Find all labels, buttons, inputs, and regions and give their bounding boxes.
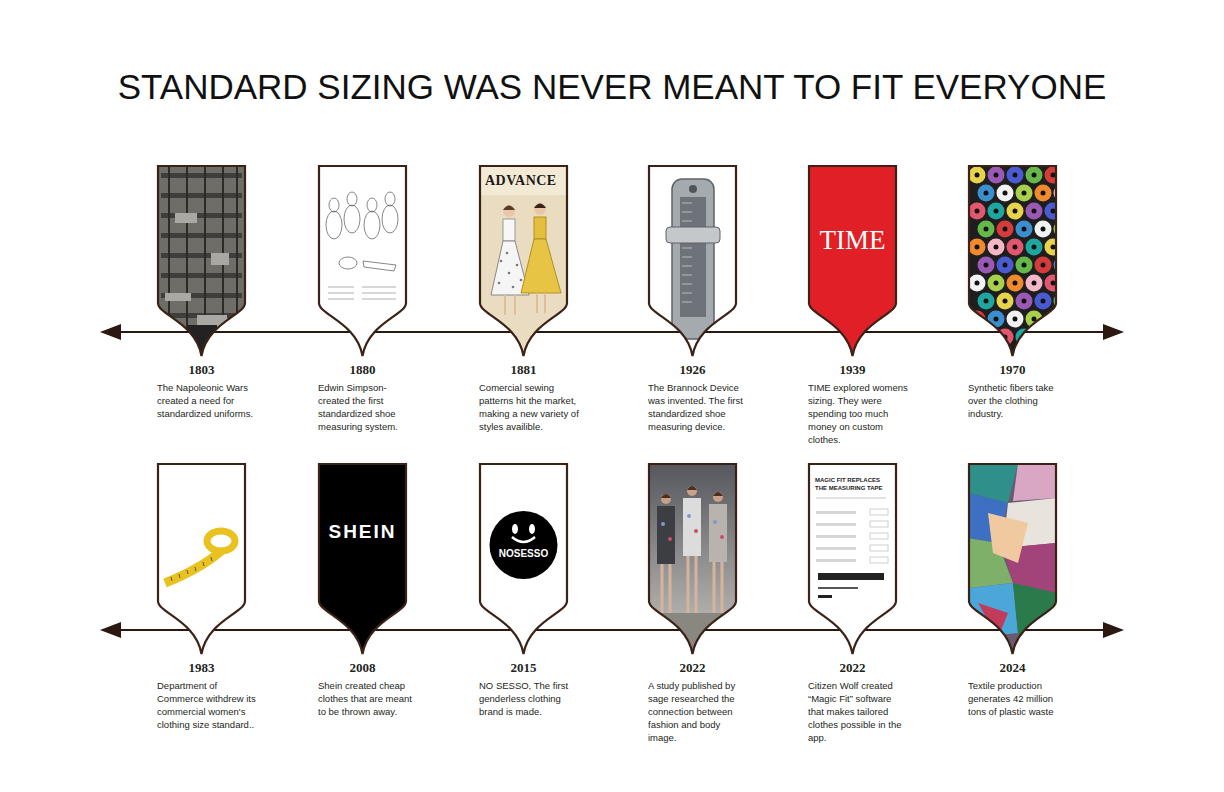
event-description: Synthetic fibers take over the clothing … (968, 381, 1068, 420)
timeline-entry: 1926The Brannock Device was invented. Th… (648, 165, 748, 433)
timeline-entry: ADVANCE 1881Comercial sewing patterns hit… (479, 165, 579, 433)
logo-text: ADVANCE (485, 173, 563, 189)
pennant-outline (969, 166, 1056, 356)
pennant-illustration (318, 463, 407, 655)
pennant-outline (319, 166, 406, 356)
pennant-illustration (479, 165, 568, 357)
timeline-axis (114, 629, 1110, 631)
year-label: 1970 (968, 362, 1057, 377)
year-label: 1881 (479, 362, 568, 377)
pennant-outline (649, 166, 736, 356)
event-description: The Napoleonic Wars created a need for s… (157, 381, 257, 420)
pennant-outline (480, 166, 567, 356)
timeline-entry: 1970Synthetic fibers take over the cloth… (968, 165, 1068, 420)
timeline-axis (114, 331, 1110, 333)
year-label: 2015 (479, 660, 568, 675)
timeline-entry: TIME 1939TIME explored womens sizing. The… (808, 165, 908, 446)
year-label: 1803 (157, 362, 246, 377)
year-label: 2022 (648, 660, 737, 675)
pennant-outline (158, 166, 245, 356)
year-label: 1983 (157, 660, 246, 675)
event-description: Shein created cheap clothes that are mea… (318, 679, 418, 718)
pennant-outline (649, 464, 736, 654)
axis-arrowhead (100, 324, 121, 340)
axis-arrowhead (1103, 324, 1124, 340)
pennant-illustration (648, 165, 737, 357)
event-description: NO SESSO, The first genderless clothing … (479, 679, 579, 718)
timeline-entry: 2022 A study published by sage researched… (648, 463, 748, 744)
event-description: Edwin Simpson- created the first standar… (318, 381, 418, 433)
pennant-illustration (808, 165, 897, 357)
page-title: STANDARD SIZING WAS NEVER MEANT TO FIT E… (0, 66, 1224, 108)
timeline-entry: 1983Department of Commerce withdrew its … (157, 463, 257, 731)
logo-text: NOSESSO (479, 548, 568, 560)
axis-arrowhead (1103, 622, 1124, 638)
timeline-entry: 1803The Napoleonic Wars created a need f… (157, 165, 257, 420)
event-description: Department of Commerce withdrew its comm… (157, 679, 257, 731)
timeline-entry: 1880Edwin Simpson- created the first sta… (318, 165, 418, 433)
timeline-entry: 2024Textile production generates 42 mill… (968, 463, 1068, 718)
timeline-entry: SHEIN 2008Shein created cheap clothes tha… (318, 463, 418, 718)
event-description: Textile production generates 42 million … (968, 679, 1068, 718)
year-label: 2008 (318, 660, 407, 675)
pennant-illustration (968, 463, 1057, 655)
pennant-outline (158, 464, 245, 654)
pennant-outline (809, 166, 896, 356)
pennant-illustration (157, 165, 246, 357)
timeline-entry: NOSESSO 2015 NO SESSO, The first genderles… (479, 463, 579, 718)
year-label: 1880 (318, 362, 407, 377)
year-label: 1939 (808, 362, 897, 377)
logo-text: TIME (808, 225, 897, 255)
year-label: 2024 (968, 660, 1057, 675)
year-label: 1926 (648, 362, 737, 377)
pennant-outline (809, 464, 896, 654)
timeline-entry: MAGIC FIT REPLACES THE MEASURING TAPE 202… (808, 463, 908, 744)
pennant-illustration (157, 463, 246, 655)
event-description: Citizen Wolf created “Magic Fit” softwar… (808, 679, 908, 744)
axis-arrowhead (100, 622, 121, 638)
pennant-illustration (808, 463, 897, 655)
pennant-outline (480, 464, 567, 654)
event-description: The Brannock Device was invented. The fi… (648, 381, 748, 433)
logo-text: SHEIN (318, 521, 407, 543)
pennant-illustration (648, 463, 737, 655)
pennant-outline (969, 464, 1056, 654)
logo-text: MAGIC FIT REPLACES THE MEASURING TAPE (815, 477, 891, 492)
event-description: Comercial sewing patterns hit the market… (479, 381, 579, 433)
event-description: TIME explored womens sizing. They were s… (808, 381, 908, 446)
pennant-illustration (968, 165, 1057, 357)
event-description: A study published by sage researched the… (648, 679, 748, 744)
pennant-outline (319, 464, 406, 654)
year-label: 2022 (808, 660, 897, 675)
pennant-illustration (318, 165, 407, 357)
